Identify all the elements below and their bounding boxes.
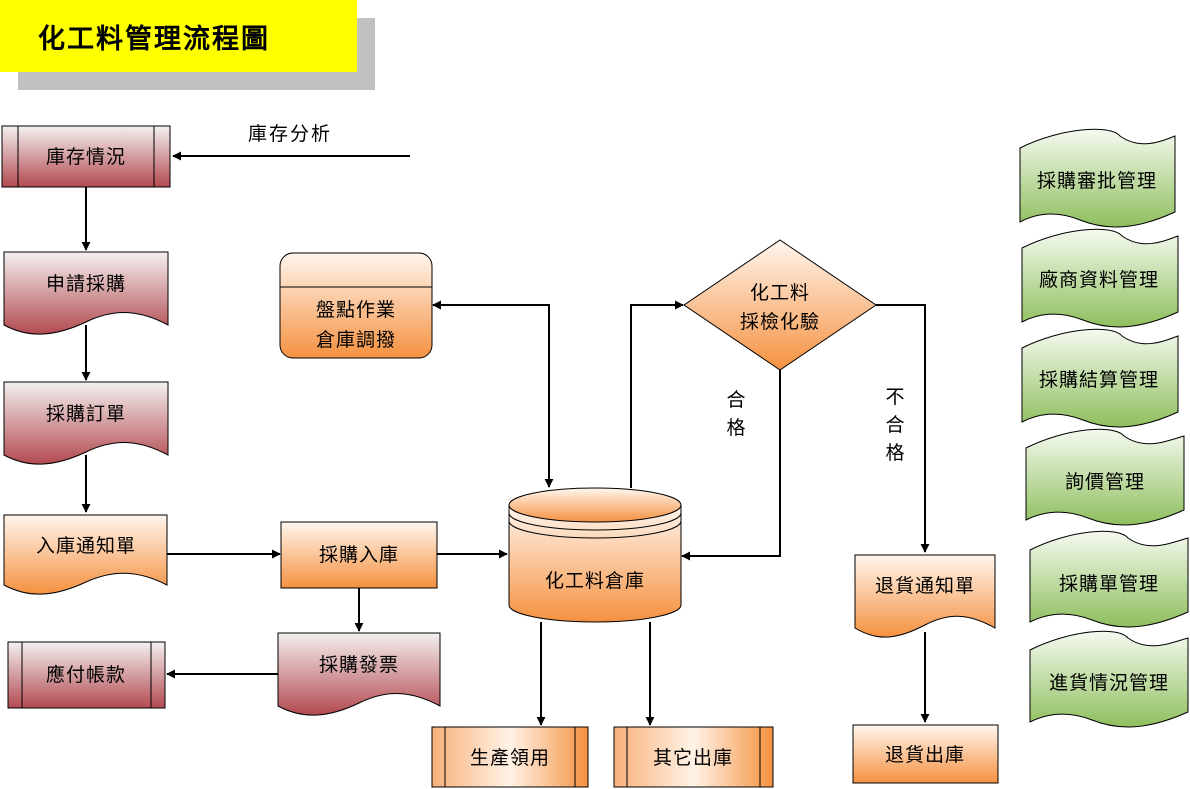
label-pass-char-1: 合 [726, 389, 747, 411]
node-warehouse-label: 化工料倉庫 [545, 570, 645, 592]
node-warehouse: 化工料倉庫 [508, 487, 682, 623]
module-purchase-settlement[interactable]: 採購結算管理 [1021, 328, 1179, 428]
node-receipt-notice: 入庫通知單 [3, 514, 168, 595]
module-receiving-status-label: 進貨情況管理 [1049, 672, 1169, 694]
node-production-issue: 生產領用 [431, 726, 589, 788]
arrow-warehouse-to-inspection [630, 300, 684, 488]
label-pass: 合 格 [726, 389, 747, 439]
page-title: 化工料管理流程圖 [0, 0, 357, 72]
node-stocktake-label-1: 盤點作業 [316, 299, 396, 321]
node-accounts-payable-label: 應付帳款 [46, 663, 126, 686]
arrow-inspection-pass-to-warehouse [681, 370, 781, 561]
node-return-issue: 退貨出庫 [852, 724, 999, 784]
node-purchase-request-label: 申請採購 [46, 273, 126, 295]
node-purchase-order: 採購訂單 [3, 381, 169, 465]
label-fail-char-1: 不 [885, 386, 906, 408]
node-return-issue-label: 退貨出庫 [885, 744, 965, 766]
module-purchase-order-mgmt-label: 採購單管理 [1059, 573, 1159, 595]
module-purchase-settlement-label: 採購結算管理 [1039, 369, 1159, 391]
label-pass-char-2: 格 [726, 417, 747, 439]
module-purchase-approval[interactable]: 採購審批管理 [1019, 128, 1176, 228]
node-purchase-receipt: 採購入庫 [280, 521, 438, 589]
module-inquiry-label: 詢價管理 [1065, 471, 1145, 493]
label-fail-char-3: 格 [885, 442, 906, 464]
node-return-notice-label: 退貨通知單 [875, 575, 975, 597]
module-inquiry[interactable]: 詢價管理 [1025, 428, 1185, 526]
module-vendor-data[interactable]: 廠商資料管理 [1021, 228, 1179, 328]
node-stocktake-transfer: 盤點作業 倉庫調撥 [279, 252, 433, 359]
connectors [81, 151, 930, 726]
node-other-issue: 其它出庫 [613, 726, 774, 788]
node-inventory-status-label: 庫存情況 [46, 146, 126, 168]
label-inventory-analysis: 庫存分析 [248, 123, 332, 145]
module-receiving-status[interactable]: 進貨情況管理 [1029, 630, 1189, 728]
label-fail: 不 合 格 [885, 386, 906, 464]
node-purchase-invoice-label: 採購發票 [319, 654, 399, 676]
node-accounts-payable: 應付帳款 [7, 641, 166, 709]
node-other-issue-label: 其它出庫 [653, 747, 733, 769]
node-production-issue-label: 生產領用 [470, 747, 550, 769]
node-purchase-order-label: 採購訂單 [46, 403, 126, 425]
module-vendor-data-label: 廠商資料管理 [1039, 268, 1159, 291]
node-inspection-label-2: 採檢化驗 [740, 311, 820, 333]
node-inspection: 化工料 採檢化驗 [683, 239, 877, 371]
arrow-inspection-fail-to-return [876, 304, 930, 553]
label-fail-char-2: 合 [885, 414, 906, 436]
node-stocktake-label-2: 倉庫調撥 [316, 329, 396, 351]
module-purchase-order-mgmt[interactable]: 採購單管理 [1029, 530, 1189, 628]
arrow-stocktake-warehouse [432, 300, 554, 488]
node-receipt-notice-label: 入庫通知單 [36, 535, 136, 557]
node-purchase-receipt-label: 採購入庫 [319, 544, 399, 566]
node-purchase-request: 申請採購 [3, 251, 169, 335]
module-purchase-approval-label: 採購審批管理 [1037, 170, 1157, 192]
node-inspection-label-1: 化工料 [750, 282, 810, 304]
node-inventory-status: 庫存情況 [1, 125, 171, 188]
node-purchase-invoice: 採購發票 [277, 632, 441, 716]
node-return-notice: 退貨通知單 [854, 554, 996, 638]
